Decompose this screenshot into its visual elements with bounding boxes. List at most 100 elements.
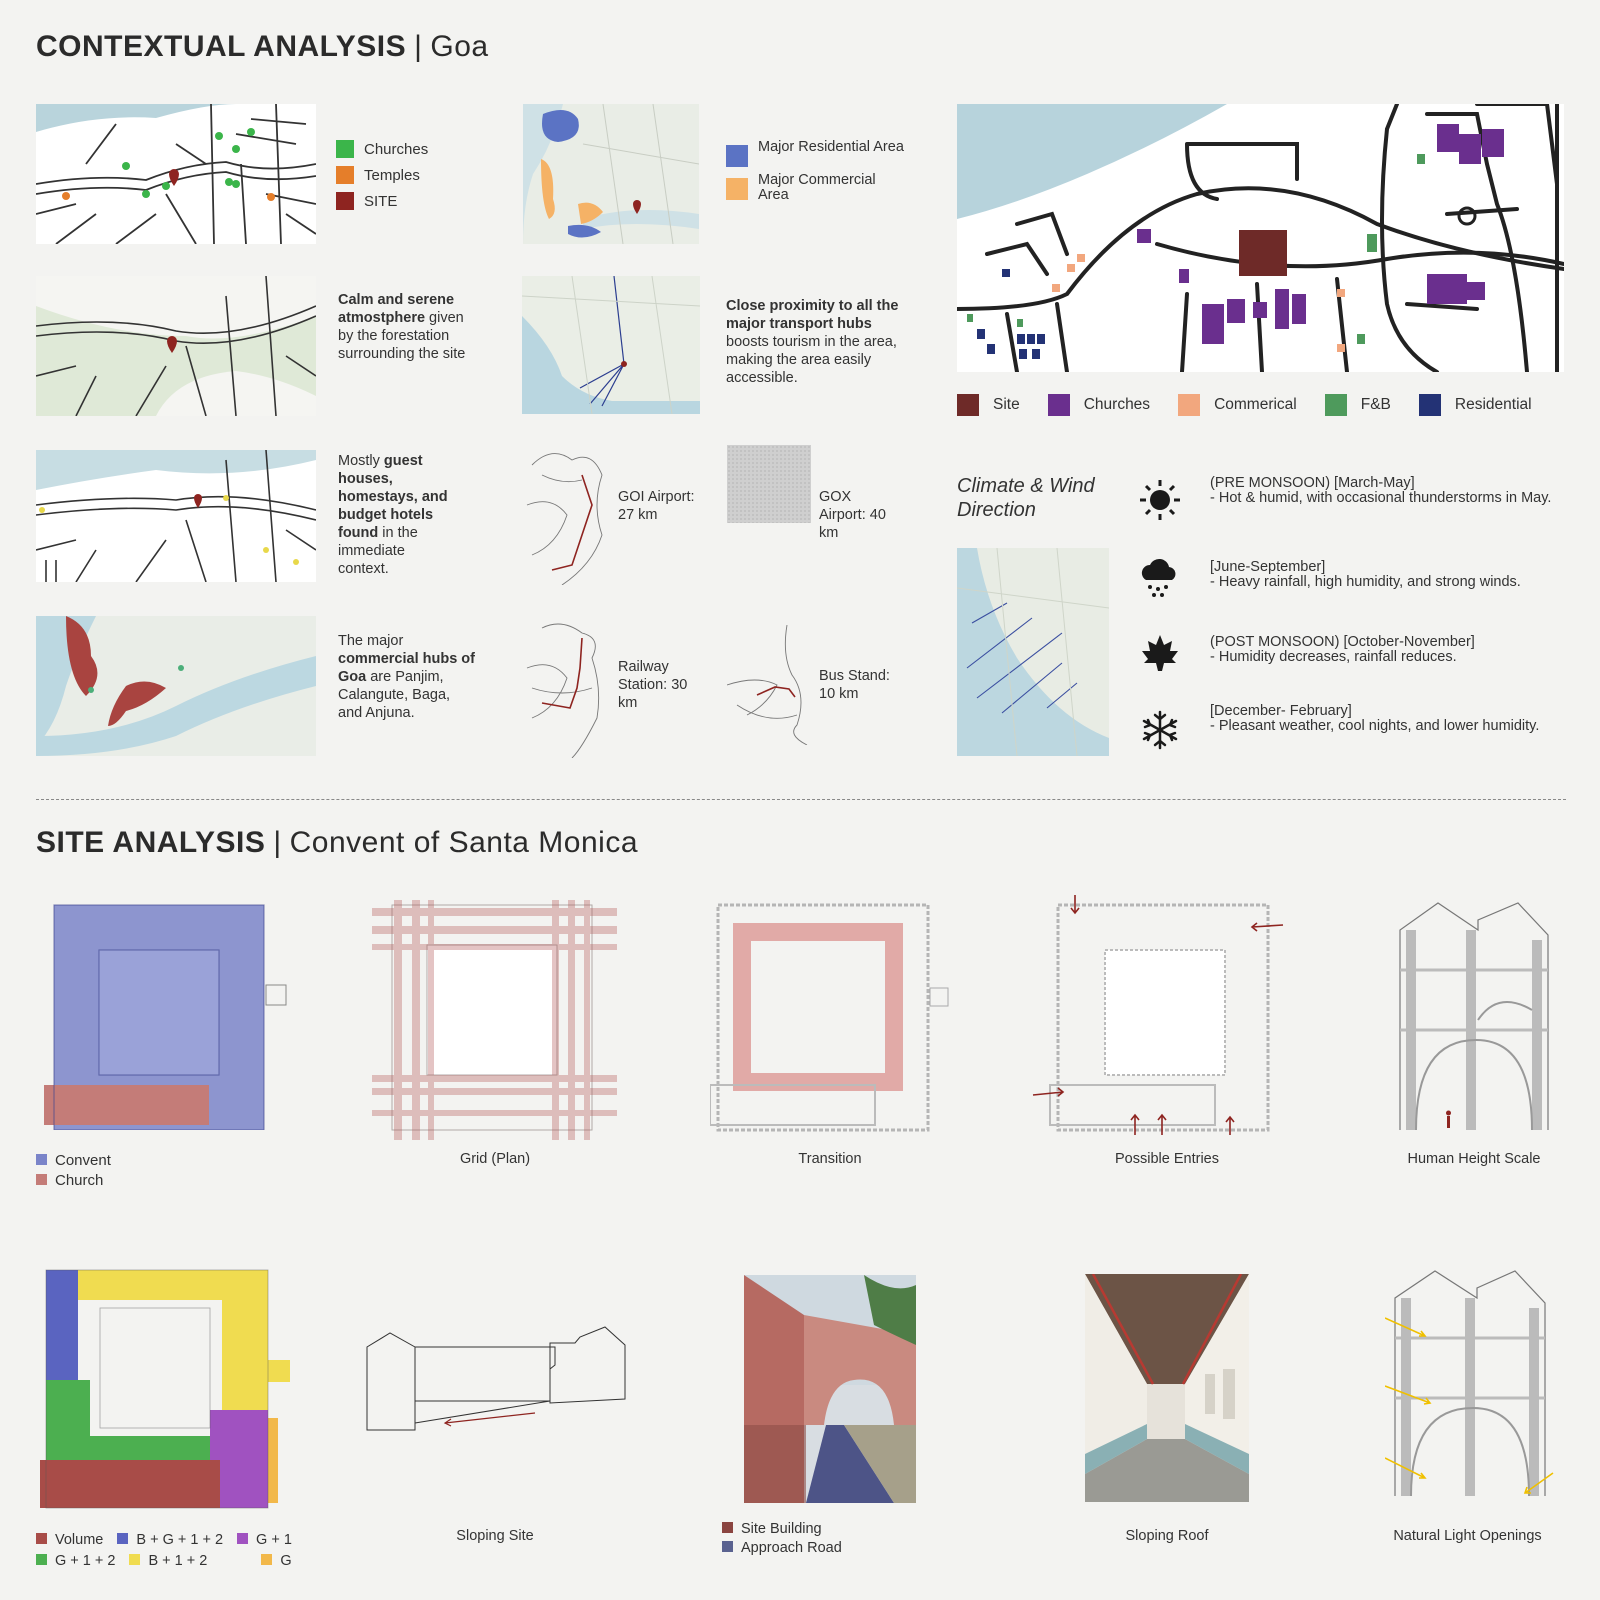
context-map-large	[957, 104, 1564, 372]
plan-transition	[709, 900, 960, 1140]
legend-areas: Major Residential Area Major Commercial …	[726, 140, 908, 203]
caption-grid-plan: Grid (Plan)	[459, 1151, 531, 1167]
legend-item-site: Site	[957, 392, 1020, 418]
route-railway-station	[522, 618, 612, 759]
label-gox-airport: GOX Airport: 40 km	[819, 489, 886, 541]
swatch-convent	[36, 1154, 47, 1165]
section-natural-light	[1384, 1268, 1555, 1500]
map-wind-direction	[957, 548, 1109, 756]
caption-sloping-site: Sloping Site	[456, 1528, 534, 1544]
site-title-place: Convent of Santa Monica	[289, 826, 639, 859]
map-commercial-hubs	[36, 616, 316, 756]
legend-item-commercial: Major Commercial Area	[726, 173, 908, 203]
legend-landmarks: Churches Temples SITE	[336, 136, 428, 214]
legend-item-convent: Convent	[36, 1151, 111, 1171]
swatch-green	[336, 140, 354, 158]
label-railway-station: Railway Station: 30 km	[618, 659, 688, 711]
swatch-g12	[36, 1554, 47, 1565]
caption-human-height-scale: Human Height Scale	[1407, 1151, 1541, 1167]
climate-winter: [December- February]- Pleasant weather, …	[1210, 703, 1540, 734]
swatch-red	[336, 192, 354, 210]
route-bus-stand	[726, 624, 817, 746]
text-guest-houses: Mostly guest houses, homestays, and budg…	[338, 453, 448, 577]
legend-item-b12: B + 1 + 2	[129, 1551, 207, 1572]
maple-leaf-icon	[1140, 633, 1180, 678]
swatch-residential	[1418, 394, 1441, 416]
plan-possible-entries	[1030, 895, 1300, 1140]
legend-landuse: Site Churches Commerical F&B Residential	[957, 392, 1532, 418]
swatch-b12	[129, 1554, 141, 1565]
snowflake-icon	[1140, 710, 1180, 755]
map-churches-temples	[36, 104, 316, 244]
legend-volume: Volume B + G + 1 + 2 G + 1 G + 1 + 2 B +…	[36, 1530, 292, 1572]
caption-transition: Transition	[798, 1151, 862, 1167]
legend-item-approach-road: Approach Road	[722, 1539, 842, 1558]
swatch-commercial	[1178, 394, 1201, 416]
swatch-bg12	[117, 1533, 129, 1544]
text-commercial-hubs: The major commercial hubs of Goa are Pan…	[338, 633, 475, 721]
swatch-blue	[726, 145, 748, 167]
label-bus-stand: Bus Stand: 10 km	[819, 668, 890, 702]
label-goi-airport: GOI Airport: 27 km	[618, 489, 695, 523]
legend-item-commercial: Commerical	[1178, 392, 1297, 418]
title-separator: |	[414, 30, 423, 63]
legend-item-churches: Churches	[336, 136, 428, 162]
map-residential-commercial	[523, 104, 699, 244]
plan-volume	[40, 1268, 300, 1513]
map-forestation	[36, 276, 316, 416]
section-sloping-site	[365, 1325, 630, 1435]
swatch-site	[957, 394, 979, 416]
rain-cloud-icon	[1138, 558, 1180, 603]
section-human-height	[1398, 900, 1550, 1132]
plan-convent-church	[44, 900, 294, 1131]
swatch-orange	[336, 166, 354, 184]
legend-item-g1: G + 1	[237, 1530, 292, 1551]
legend-item-residential: Residential	[1418, 392, 1532, 418]
climate-monsoon: [June-September]- Heavy rainfall, high h…	[1210, 559, 1521, 590]
legend-item-site: SITE	[336, 188, 428, 214]
contextual-title-bold: CONTEXTUAL ANALYSIS	[36, 30, 407, 63]
plan-grid	[372, 900, 622, 1140]
swatch-g	[261, 1554, 273, 1565]
swatch-churches	[1047, 394, 1070, 416]
climate-pre-monsoon: (PRE MONSOON) [March-May]- Hot & humid, …	[1210, 475, 1552, 506]
contextual-title-place: Goa	[430, 30, 489, 63]
gox-airport-image	[727, 445, 811, 523]
caption-sloping-roof: Sloping Roof	[1125, 1528, 1209, 1544]
route-goi-airport	[522, 445, 612, 586]
climate-title: Climate & Wind Direction	[957, 475, 1095, 521]
legend-item-churches: Churches	[1047, 392, 1150, 418]
climate-post-monsoon: (POST MONSOON) [October-November]- Humid…	[1210, 634, 1475, 665]
legend-item-temples: Temples	[336, 162, 428, 188]
sun-icon	[1140, 480, 1180, 525]
text-calm-atmosphere: Calm and serene atmostphere given by the…	[338, 292, 466, 362]
section-divider	[36, 799, 1566, 800]
contextual-title: CONTEXTUAL ANALYSIS|Goa	[36, 30, 489, 64]
legend-item-g12: G + 1 + 2	[36, 1551, 115, 1572]
map-guest-houses	[36, 450, 316, 582]
legend-item-church: Church	[36, 1171, 111, 1191]
swatch-approach-road	[722, 1541, 733, 1552]
caption-natural-light-openings: Natural Light Openings	[1393, 1528, 1542, 1544]
map-transport	[522, 276, 700, 414]
swatch-site-building	[722, 1522, 733, 1533]
legend-item-bg12: B + G + 1 + 2	[117, 1530, 223, 1551]
text-transport-proximity: Close proximity to all the major transpo…	[726, 298, 899, 386]
legend-item-volume: Volume	[36, 1530, 103, 1551]
photo-sloping-roof	[1085, 1274, 1249, 1502]
legend-convent-church: Convent Church	[36, 1151, 111, 1191]
legend-item-fnb: F&B	[1324, 392, 1391, 418]
swatch-church	[36, 1174, 47, 1185]
legend-item-g: G	[261, 1551, 292, 1572]
photo-approach-road	[744, 1275, 916, 1503]
legend-road: Site Building Approach Road	[722, 1520, 842, 1558]
legend-item-site-building: Site Building	[722, 1520, 842, 1539]
legend-item-residential: Major Residential Area	[726, 140, 908, 167]
swatch-g1	[237, 1533, 249, 1544]
swatch-peach	[726, 178, 748, 200]
site-title-bold: SITE ANALYSIS	[36, 826, 266, 859]
title-separator: |	[273, 826, 282, 859]
site-title: SITE ANALYSIS|Convent of Santa Monica	[36, 826, 638, 860]
swatch-fnb	[1324, 394, 1347, 416]
caption-possible-entries: Possible Entries	[1115, 1151, 1219, 1167]
